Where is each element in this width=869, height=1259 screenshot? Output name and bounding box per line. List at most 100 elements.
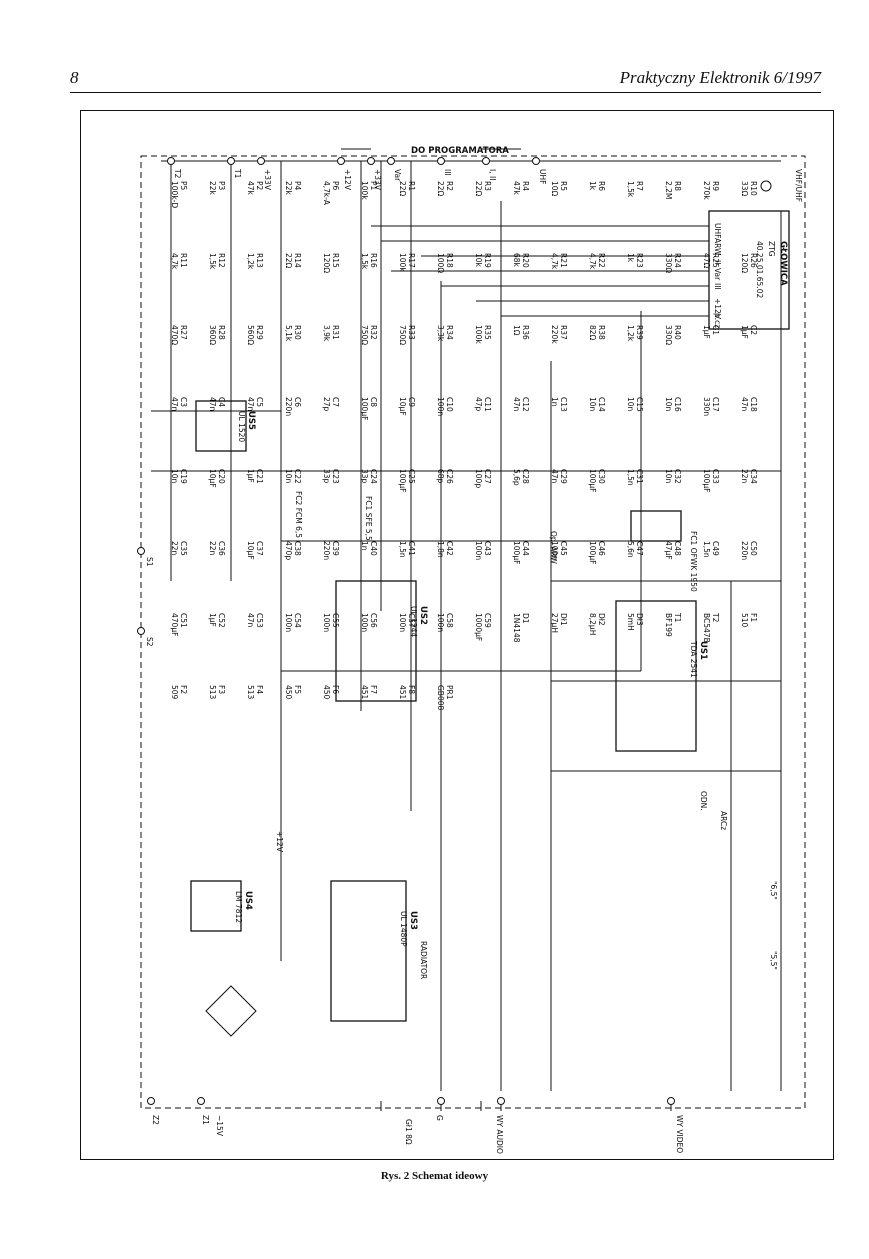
component-ref-label: R35 [483,325,492,340]
component-value-label: 470Ω [170,325,179,345]
component-ref-label: C6 [293,397,302,407]
terminal-label: ~15V [215,1115,224,1137]
schematic-figure: DO PROGRAMATORA GŁOWICA ZTG 40.25.01.65.… [80,110,834,1160]
component-value-label: 330Ω [664,325,673,345]
ic-us3 [330,880,407,1022]
component-ref-label: F7 [369,685,378,694]
component-ref-label: D1 [521,613,530,624]
component-ref-label: C39 [331,541,340,556]
component-ref-label: F2 [179,685,188,694]
component-value-label: 100n [284,613,293,632]
terminal-label: S2 [145,637,154,647]
component-ref-label: C13 [559,397,568,412]
component-value-label: 10n [588,397,597,412]
component-value-label: 100k-D [170,181,179,208]
vertical-nets [170,161,782,1091]
programmer-label: DO PROGRAMATORA [411,146,509,156]
component-value-label: 100µF [702,469,711,492]
component-value-label: 510 [740,613,749,628]
component-ref-label: R3 [483,181,492,191]
component-value-label: 4,7k [588,253,597,270]
component-ref-label: R28 [217,325,226,340]
ic-ref-label: US4 [243,891,253,910]
terminal-label: I, II [488,169,497,180]
component-value-label: 47n [170,397,179,412]
component-value-label: 1µF [208,613,217,627]
component-ref-label: C59 [483,613,492,628]
component-ref-label: C11 [483,397,492,412]
component-ref-label: C9 [407,397,416,407]
component-value-label: 220n [284,397,293,416]
component-value-label: 22Ω [398,181,407,197]
component-value-label: 120Ω [322,253,331,273]
component-value-label: 10k [474,253,483,268]
component-ref-label: P4 [293,181,302,191]
component-ref-label: F8 [407,685,416,694]
component-ref-label: C22 [293,469,302,484]
ic-us2 [335,580,417,702]
component-ref-label: C2 [749,325,758,335]
terminal-label: T1 [233,168,242,179]
component-ref-label: C38 [293,541,302,556]
component-ref-label: C19 [179,469,188,484]
component-value-label: 22Ω [284,253,293,269]
ic-type-label: UL 1244 [409,606,418,637]
component-ref-label: C27 [483,469,492,484]
schematic-label: Gł1 8Ω [404,1119,413,1145]
component-value-label: 22n [740,469,749,484]
component-value-label: 1,5n [398,541,407,558]
component-ref-label: C8 [369,397,378,407]
terminal-circle [167,157,175,165]
component-value-label: 330Ω [664,253,673,273]
component-ref-label: C49 [711,541,720,556]
component-ref-label: C43 [483,541,492,556]
tuner-labels: GŁOWICA ZTG 40.25.01.65.02 [755,241,788,298]
component-value-label: 100µF [360,397,369,420]
component-value-label: 3,9k [322,325,331,342]
ic-ref-label: US3 [408,911,418,930]
component-value-label: 47p [474,397,483,412]
component-ref-label: R24 [673,253,682,268]
component-ref-label: P5 [179,181,188,191]
component-value-label: 100n [322,613,331,632]
component-ref-label: C40 [369,541,378,556]
component-ref-label: R33 [407,325,416,340]
component-ref-label: C31 [635,469,644,484]
terminal-label: UHF [538,169,547,184]
component-ref-label: C15 [635,397,644,412]
terminal-label: WY VIDEO [675,1115,684,1153]
component-ref-label: C5 [255,397,264,407]
component-value-label: 100n [436,613,445,632]
component-value-label: 1N4148 [512,613,521,643]
component-value-label: 451 [398,685,407,700]
component-ref-label: R7 [635,181,644,191]
terminal-circle [367,157,375,165]
component-ref-label: C32 [673,469,682,484]
component-ref-label: R38 [597,325,606,340]
component-ref-label: R36 [521,325,530,340]
component-value-label: 1,5k [208,253,217,270]
component-value-label: 68k [512,253,521,268]
component-ref-label: C48 [673,541,682,556]
component-ref-label: C55 [331,613,340,628]
component-value-label: 1k [588,181,597,191]
component-ref-label: R14 [293,253,302,268]
component-value-label: 100Ω [436,253,445,273]
component-ref-label: R29 [255,325,264,340]
component-ref-label: F3 [217,685,226,694]
terminal-circle [437,157,445,165]
ic-us5 [195,400,247,452]
component-value-label: 1000µF [474,613,483,641]
component-ref-label: C51 [179,613,188,628]
component-value-label: 1k [626,253,635,263]
component-value-label: 1µF [246,469,255,483]
component-value-label: 100k [474,325,483,344]
component-ref-label: C20 [217,469,226,484]
terminal-label: T2 [173,168,182,179]
terminal-label: +12V [343,169,352,191]
schematic-label: FC1 SFE 5,5 [364,496,373,541]
component-ref-label: C50 [749,541,758,556]
component-ref-label: R13 [255,253,264,268]
component-value-label: 22k [208,181,217,196]
component-value-label: 47k [246,181,255,196]
